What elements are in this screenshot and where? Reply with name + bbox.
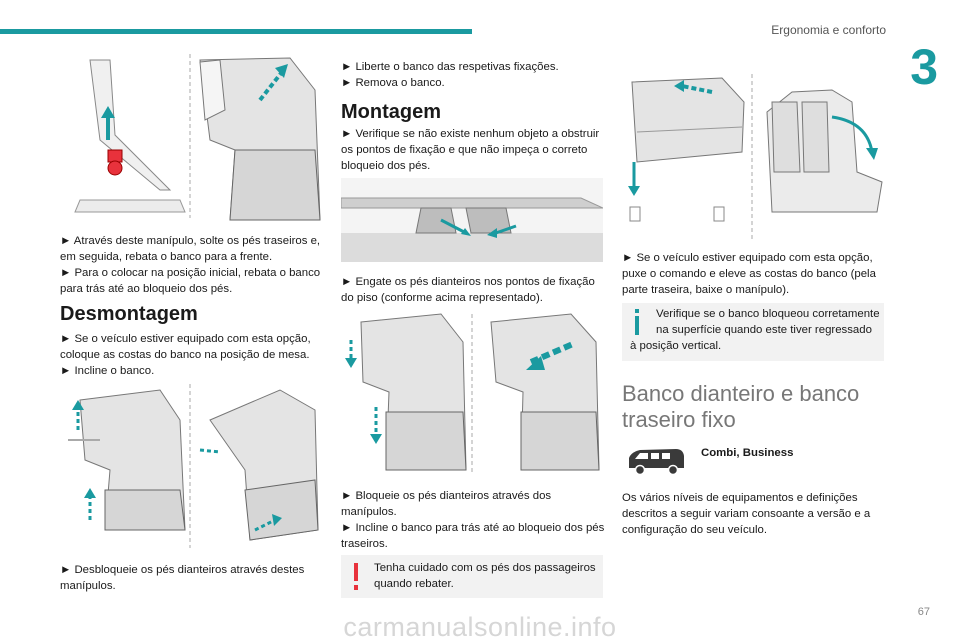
- info-text-lines: Verifique se o banco bloqueou corretamen…: [656, 308, 880, 336]
- col2-paragraph-2: ► Engate os pés dianteiros nos pontos de…: [341, 276, 595, 304]
- seat-illustration-icon: [68, 384, 319, 548]
- chapter-number: 3: [910, 39, 938, 95]
- seat-illustration-icon: [341, 178, 603, 262]
- header-accent-bar: [0, 29, 472, 34]
- seat-illustration-backrest: [622, 72, 884, 242]
- seat-illustration-floor-anchor: [341, 178, 603, 262]
- seat-illustration-release: [60, 50, 322, 222]
- warning-box: Tenha cuidado com os pés dos passageiros…: [341, 555, 603, 598]
- watermark: carmanualsonline.info: [343, 612, 617, 642]
- info-text-tail: à posição vertical.: [630, 340, 722, 352]
- van-icon: [629, 449, 684, 476]
- warning-icon: [354, 563, 358, 590]
- col1-paragraph-2: ► Se o veículo estiver equipado com esta…: [60, 333, 311, 377]
- version-label: Combi, Business: [701, 447, 794, 459]
- info-box: Verifique se o banco bloqueou corretamen…: [622, 303, 884, 361]
- warning-text: Tenha cuidado com os pés dos passageiros…: [374, 562, 596, 590]
- col2-paragraph-0: ► Liberte o banco das respetivas fixaçõe…: [341, 61, 559, 89]
- col3-paragraph-1: ► Se o veículo estiver equipado com esta…: [622, 252, 876, 296]
- info-icon: [635, 309, 639, 335]
- seat-illustration-icon: [345, 313, 600, 472]
- seat-illustration-icon: [74, 54, 321, 221]
- seat-illustration-lock: [341, 312, 603, 475]
- heading-desmontagem: Desmontagem: [60, 303, 198, 325]
- section-title: Ergonomia e conforto: [771, 23, 886, 37]
- col3-paragraph-2: Os vários níveis de equipamentos e defin…: [622, 492, 871, 536]
- col2-paragraph-1: ► Verifique se não existe nenhum objeto …: [341, 128, 600, 172]
- heading-montagem: Montagem: [341, 101, 441, 123]
- col1-paragraph-1: ► Através deste manípulo, solte os pés t…: [60, 235, 321, 295]
- seat-illustration-incline: [60, 380, 322, 552]
- page-number: 67: [917, 606, 930, 618]
- seat-illustration-icon: [628, 74, 883, 240]
- col1-paragraph-3: ► Desbloqueie os pés dianteiros através …: [60, 564, 305, 592]
- col2-paragraph-3: ► Bloqueie os pés dianteiros através dos…: [341, 490, 605, 550]
